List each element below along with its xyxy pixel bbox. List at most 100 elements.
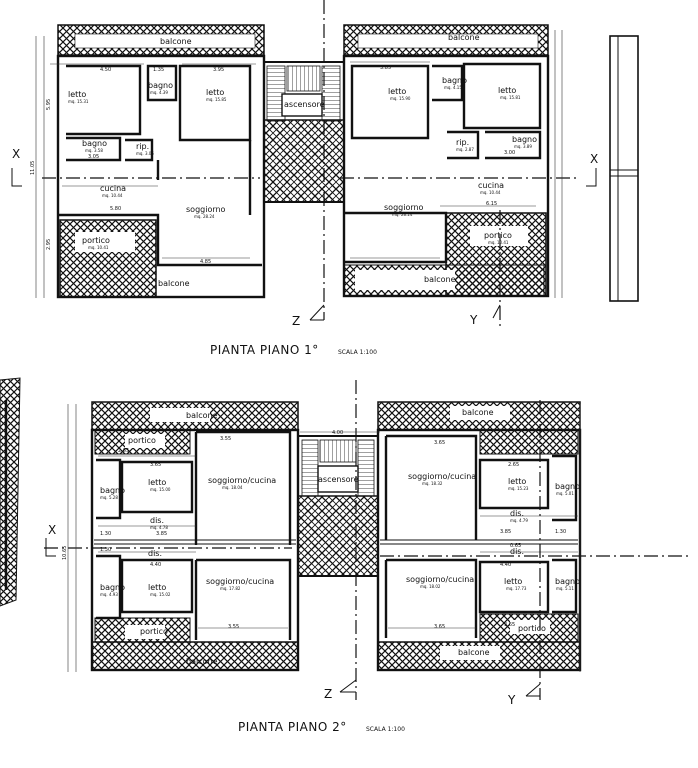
p2-letto-bl-label: letto (148, 583, 166, 592)
p2-portico-tl-label: portico (128, 436, 156, 445)
p2-dis-tl-label: dis. (150, 516, 164, 525)
area-label: mq. 15.90 (390, 96, 411, 101)
p1-bagno-top-r-label: bagno (442, 76, 467, 85)
p1-bagno-top-l-label: bagno (148, 81, 173, 90)
p2-bagno-br-label: bagno (555, 577, 580, 586)
p2-sogg-tl-label: soggiorno/cucina (208, 476, 276, 485)
area-label: mq. 15.23 (508, 486, 529, 491)
p2-bagno-bl-label: bagno (100, 583, 125, 592)
plan-floor-1 (11, 0, 639, 330)
p1-balcone-r-label: balcone (448, 33, 480, 42)
dim-label: 1.30 (100, 531, 111, 537)
plan-floor-2 (0, 377, 690, 700)
area-label: mq. 15.02 (150, 592, 171, 597)
p1-ascensore-label: ascensore (284, 100, 325, 109)
p1-letto-r-label: letto (388, 87, 406, 96)
p1-rip-r-label: rip. (456, 138, 469, 147)
dim-label: 2.65 (508, 462, 519, 468)
area-label: mq. 17.73 (506, 586, 527, 591)
area-label: mq. 3.89 (514, 144, 532, 149)
p1-cucina-r-label: cucina (478, 181, 504, 190)
area-label: mq. 10.44 (480, 190, 501, 195)
dim-label: 11.05 (30, 161, 36, 175)
area-label: mq. 5.11 (556, 586, 574, 591)
dim-label: 1.30 (555, 529, 566, 535)
dim-label: 1.35 (153, 67, 164, 73)
area-label: mq. 5.01 (556, 491, 574, 496)
dim-label: 5.95 (46, 99, 52, 110)
p2-left-balcony-bottom (91, 641, 299, 671)
p2-letto-tl-label: letto (148, 478, 166, 487)
dim-label: 5.80 (110, 206, 121, 212)
area-label: mq. 15.31 (68, 99, 89, 104)
p2-portico-br-label: portico (518, 624, 546, 633)
p2-balcone-br-label: balcone (458, 648, 490, 657)
p2-bagno-tr-label: bagno (555, 482, 580, 491)
area-label: mq. 3.06 (136, 151, 154, 156)
dim-label: 4.00 (332, 430, 343, 436)
axis-z-label: Z (292, 314, 300, 328)
area-label: mq. 2.87 (456, 147, 474, 152)
plan-scale-floor-2: SCALA 1:100 (366, 726, 405, 733)
p1-adjacent-building (609, 35, 639, 302)
p2-portico-bl-label: portico (140, 627, 168, 636)
dim-label: 3.95 (213, 67, 224, 73)
area-label: mq. 18.04 (222, 485, 243, 490)
p2-balcone-tl-label: balcone (186, 411, 218, 420)
p1-left-portico (59, 219, 157, 298)
p1-letto-r2-label: letto (498, 86, 516, 95)
p1-portico-r-label: portico (484, 231, 512, 240)
area-label: mq. 28.24 (392, 212, 413, 217)
dim-label: 3.55 (220, 436, 231, 442)
area-label: mq. 10.41 (88, 245, 109, 250)
p2-herringbone-landing (297, 495, 379, 577)
dim-label: 4.50 (100, 67, 111, 73)
dim-label: 3.85 (380, 65, 391, 71)
area-label: mq. 15.85 (206, 97, 227, 102)
dim-label: 3.00 (504, 150, 515, 156)
p1-balcone-l-label: balcone (160, 37, 192, 46)
area-label: mq. 18.02 (420, 584, 441, 589)
area-label: mq. 4.79 (510, 518, 528, 523)
p1-bagno-r-label: bagno (512, 135, 537, 144)
dim-label: 3.85 (500, 529, 511, 535)
area-label: mq. 4.78 (150, 525, 168, 530)
dim-label: 10.65 (62, 546, 68, 560)
axis-x-label: X (590, 152, 598, 166)
dim-label: 3.65 (434, 624, 445, 630)
p2-balcone-bl-label: balcone (186, 657, 218, 666)
p2-bagno-tl-label: bagno (100, 486, 125, 495)
dim-label: 3.65 (434, 440, 445, 446)
area-label: mq. 17.82 (220, 586, 241, 591)
dim-label: 3.85 (156, 531, 167, 537)
p2-dis-br-label: dis. (510, 547, 524, 556)
area-label: mq. 28.24 (194, 214, 215, 219)
p1-cucina-l-label: cucina (100, 184, 126, 193)
axis-y-label: Y (507, 693, 516, 707)
dim-label: 0.65 (510, 543, 521, 549)
area-label: mq. 5.28 (100, 495, 118, 500)
p2-left-neighbour-hatch (0, 377, 21, 607)
dim-label: 6.15 (486, 201, 497, 207)
dim-label: 4.85 (200, 259, 211, 265)
p2-letto-br-label: letto (504, 577, 522, 586)
dim-label: 3.05 (88, 154, 99, 160)
area-label: mq. 4.93 (100, 592, 118, 597)
dim-label: 4.40 (500, 562, 511, 568)
dim-label: 2.65 (118, 448, 129, 454)
axis-x-label: X (12, 147, 20, 161)
p1-letto-l-label: letto (68, 90, 86, 99)
p2-sogg-bl-label: soggiorno/cucina (206, 577, 274, 586)
dim-label: 1.30 (100, 547, 111, 553)
dim-label: 2.95 (46, 239, 52, 250)
p1-balcone-l2-label: balcone (158, 279, 190, 288)
p1-soggiorno-l-label: soggiorno (186, 205, 226, 214)
p2-dis-bl-label: dis. (148, 549, 162, 558)
axis-z-label: Z (324, 687, 332, 701)
p2-sogg-tr-label: soggiorno/cucina (408, 472, 476, 481)
p1-soggiorno-r-label: soggiorno (384, 203, 424, 212)
dim-label: 3.65 (504, 622, 515, 628)
p1-letto-l2-label: letto (206, 88, 224, 97)
area-label: mq. 18.32 (422, 481, 443, 486)
